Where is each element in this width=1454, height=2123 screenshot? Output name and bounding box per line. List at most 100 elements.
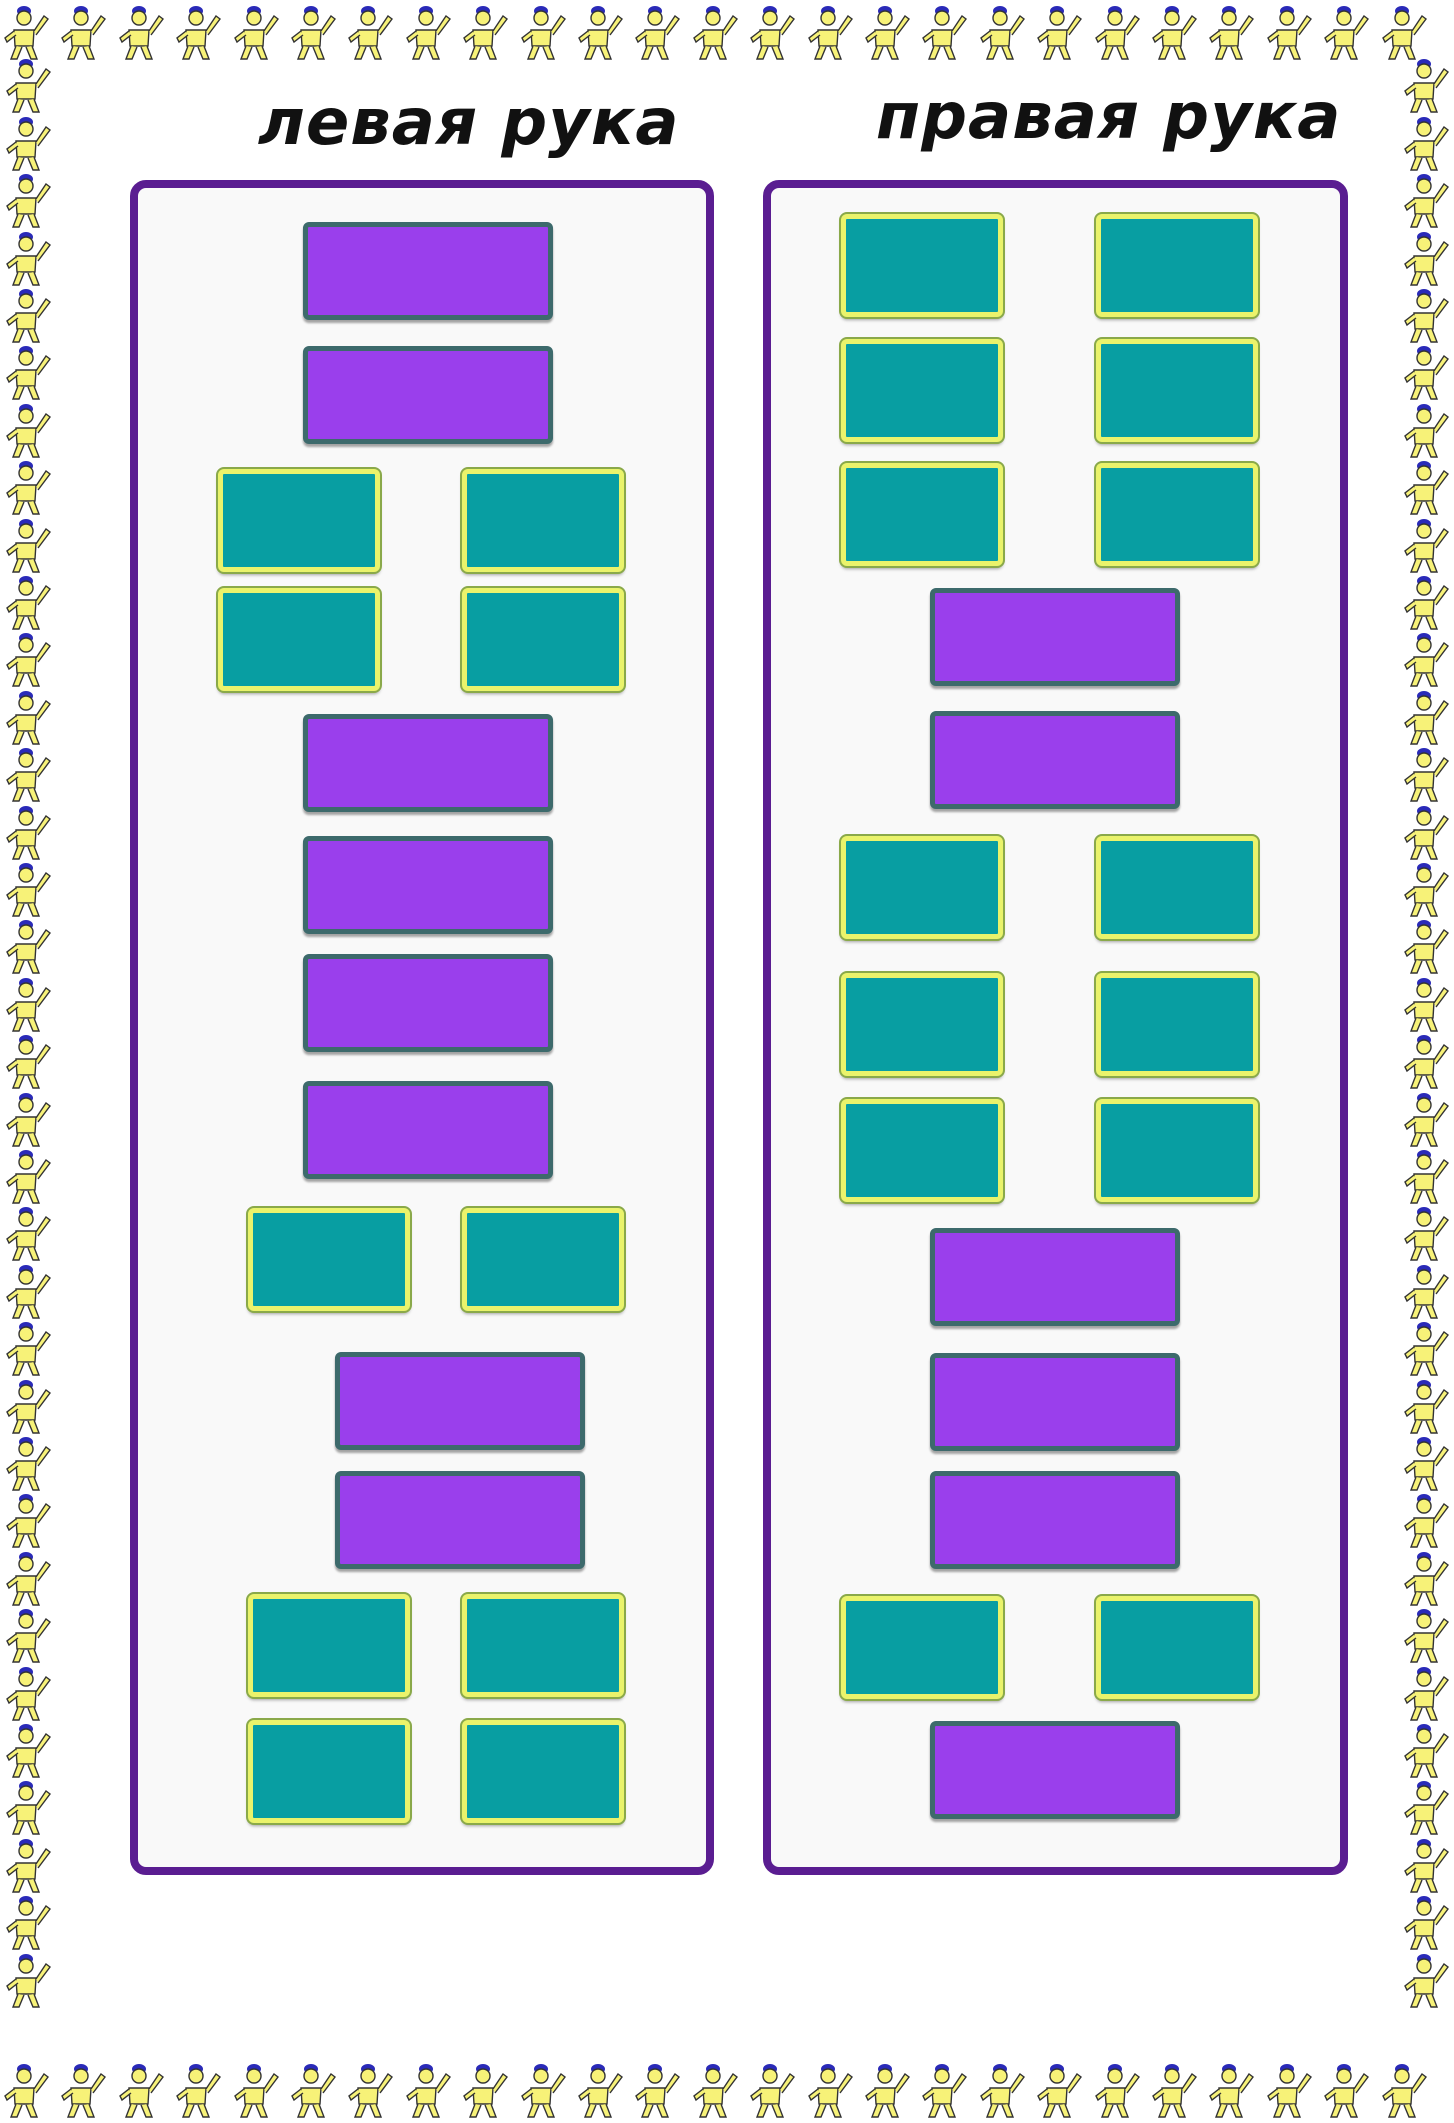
- stick-figure-waving-icon: [172, 4, 224, 61]
- stick-figure-waving-icon: [1400, 1263, 1452, 1320]
- stick-figure-waving-icon: [402, 4, 454, 61]
- right-hand-heading: правая рука: [876, 80, 1341, 154]
- stick-figure-waving-icon: [2, 344, 54, 401]
- short-block-left: [248, 1594, 410, 1697]
- long-block: [303, 346, 553, 444]
- short-block-left: [841, 973, 1003, 1076]
- long-block: [930, 588, 1180, 686]
- stick-figure-waving-icon: [344, 4, 396, 61]
- stick-figure-waving-icon: [1400, 689, 1452, 746]
- stick-figure-waving-icon: [287, 4, 339, 61]
- stick-figure-waving-icon: [2, 689, 54, 746]
- stick-figure-waving-icon: [115, 2062, 167, 2119]
- short-block-left: [841, 1596, 1003, 1699]
- long-block: [335, 1352, 585, 1450]
- stick-figure-waving-icon: [1400, 1952, 1452, 2009]
- stick-figure-waving-icon: [976, 4, 1028, 61]
- stick-figure-waving-icon: [631, 4, 683, 61]
- stick-figure-waving-icon: [1400, 402, 1452, 459]
- stick-figure-waving-icon: [1400, 1665, 1452, 1722]
- short-block-right: [462, 1594, 624, 1697]
- short-block-left: [248, 1208, 410, 1311]
- stick-figure-waving-icon: [1033, 4, 1085, 61]
- stick-figure-waving-icon: [1400, 631, 1452, 688]
- stick-figure-waving-icon: [2, 976, 54, 1033]
- stick-figure-waving-icon: [2, 1665, 54, 1722]
- stick-figure-waving-icon: [115, 4, 167, 61]
- stick-figure-waving-icon: [1400, 1205, 1452, 1262]
- stick-figure-waving-icon: [459, 4, 511, 61]
- stick-figure-waving-icon: [344, 2062, 396, 2119]
- stick-figure-waving-icon: [1263, 2062, 1315, 2119]
- stick-figure-waving-icon: [1263, 4, 1315, 61]
- stick-figure-waving-icon: [0, 4, 52, 61]
- stick-figure-waving-icon: [1400, 746, 1452, 803]
- stick-figure-waving-icon: [918, 2062, 970, 2119]
- long-block: [303, 1081, 553, 1179]
- stick-figure-waving-icon: [459, 2062, 511, 2119]
- short-block-right: [462, 469, 624, 572]
- stick-figure-waving-icon: [2, 230, 54, 287]
- stick-figure-waving-icon: [574, 2062, 626, 2119]
- stick-figure-waving-icon: [1400, 1435, 1452, 1492]
- long-block: [930, 1721, 1180, 1819]
- stick-figure-waving-icon: [1400, 918, 1452, 975]
- stick-figure-waving-icon: [1400, 1550, 1452, 1607]
- stick-figure-waving-icon: [1400, 1492, 1452, 1549]
- long-block: [335, 1471, 585, 1569]
- short-block-right: [1096, 339, 1258, 442]
- stick-figure-waving-icon: [1400, 1779, 1452, 1836]
- short-block-right: [462, 1208, 624, 1311]
- stick-figure-waving-icon: [2, 918, 54, 975]
- short-block-left: [218, 588, 380, 691]
- stick-figure-waving-icon: [1400, 1091, 1452, 1148]
- stick-figure-waving-icon: [2, 402, 54, 459]
- stick-figure-waving-icon: [1400, 1607, 1452, 1664]
- stick-figure-waving-icon: [517, 2062, 569, 2119]
- stick-figure-waving-icon: [1148, 2062, 1200, 2119]
- right-hand-panel: [763, 180, 1348, 1875]
- stick-figure-waving-icon: [172, 2062, 224, 2119]
- stick-figure-waving-icon: [861, 4, 913, 61]
- stick-figure-waving-icon: [804, 2062, 856, 2119]
- stick-figure-waving-icon: [1400, 287, 1452, 344]
- stick-figure-waving-icon: [861, 2062, 913, 2119]
- stick-figure-waving-icon: [1320, 4, 1372, 61]
- stick-figure-waving-icon: [2, 1492, 54, 1549]
- stick-figure-waving-icon: [2, 459, 54, 516]
- stick-figure-waving-icon: [2, 804, 54, 861]
- stick-figure-waving-icon: [1091, 4, 1143, 61]
- stick-figure-waving-icon: [1378, 2062, 1430, 2119]
- stick-figure-waving-icon: [2, 1837, 54, 1894]
- long-block: [303, 714, 553, 812]
- stick-figure-waving-icon: [1400, 57, 1452, 114]
- stick-figure-waving-icon: [1148, 4, 1200, 61]
- stick-figure-waving-icon: [1400, 1378, 1452, 1435]
- stick-figure-waving-icon: [1033, 2062, 1085, 2119]
- stick-figure-waving-icon: [57, 2062, 109, 2119]
- short-block-left: [841, 339, 1003, 442]
- stick-figure-waving-icon: [1400, 1033, 1452, 1090]
- stick-figure-waving-icon: [402, 2062, 454, 2119]
- stick-figure-waving-icon: [918, 4, 970, 61]
- stick-figure-waving-icon: [2, 1091, 54, 1148]
- short-block-right: [1096, 973, 1258, 1076]
- stick-figure-waving-icon: [1400, 804, 1452, 861]
- stick-figure-waving-icon: [2, 1894, 54, 1951]
- stick-figure-waving-icon: [2, 1205, 54, 1262]
- long-block: [930, 1228, 1180, 1326]
- stick-figure-waving-icon: [746, 2062, 798, 2119]
- short-block-right: [1096, 1596, 1258, 1699]
- stick-figure-waving-icon: [1400, 574, 1452, 631]
- long-block: [303, 836, 553, 934]
- stick-figure-waving-icon: [2, 1607, 54, 1664]
- stick-figure-waving-icon: [689, 4, 741, 61]
- stick-figure-waving-icon: [230, 4, 282, 61]
- stick-figure-waving-icon: [1400, 861, 1452, 918]
- stick-figure-waving-icon: [2, 746, 54, 803]
- stick-figure-waving-icon: [1400, 172, 1452, 229]
- stick-figure-waving-icon: [2, 861, 54, 918]
- left-hand-heading: левая рука: [258, 86, 680, 160]
- stick-figure-waving-icon: [1320, 2062, 1372, 2119]
- short-block-left: [841, 214, 1003, 317]
